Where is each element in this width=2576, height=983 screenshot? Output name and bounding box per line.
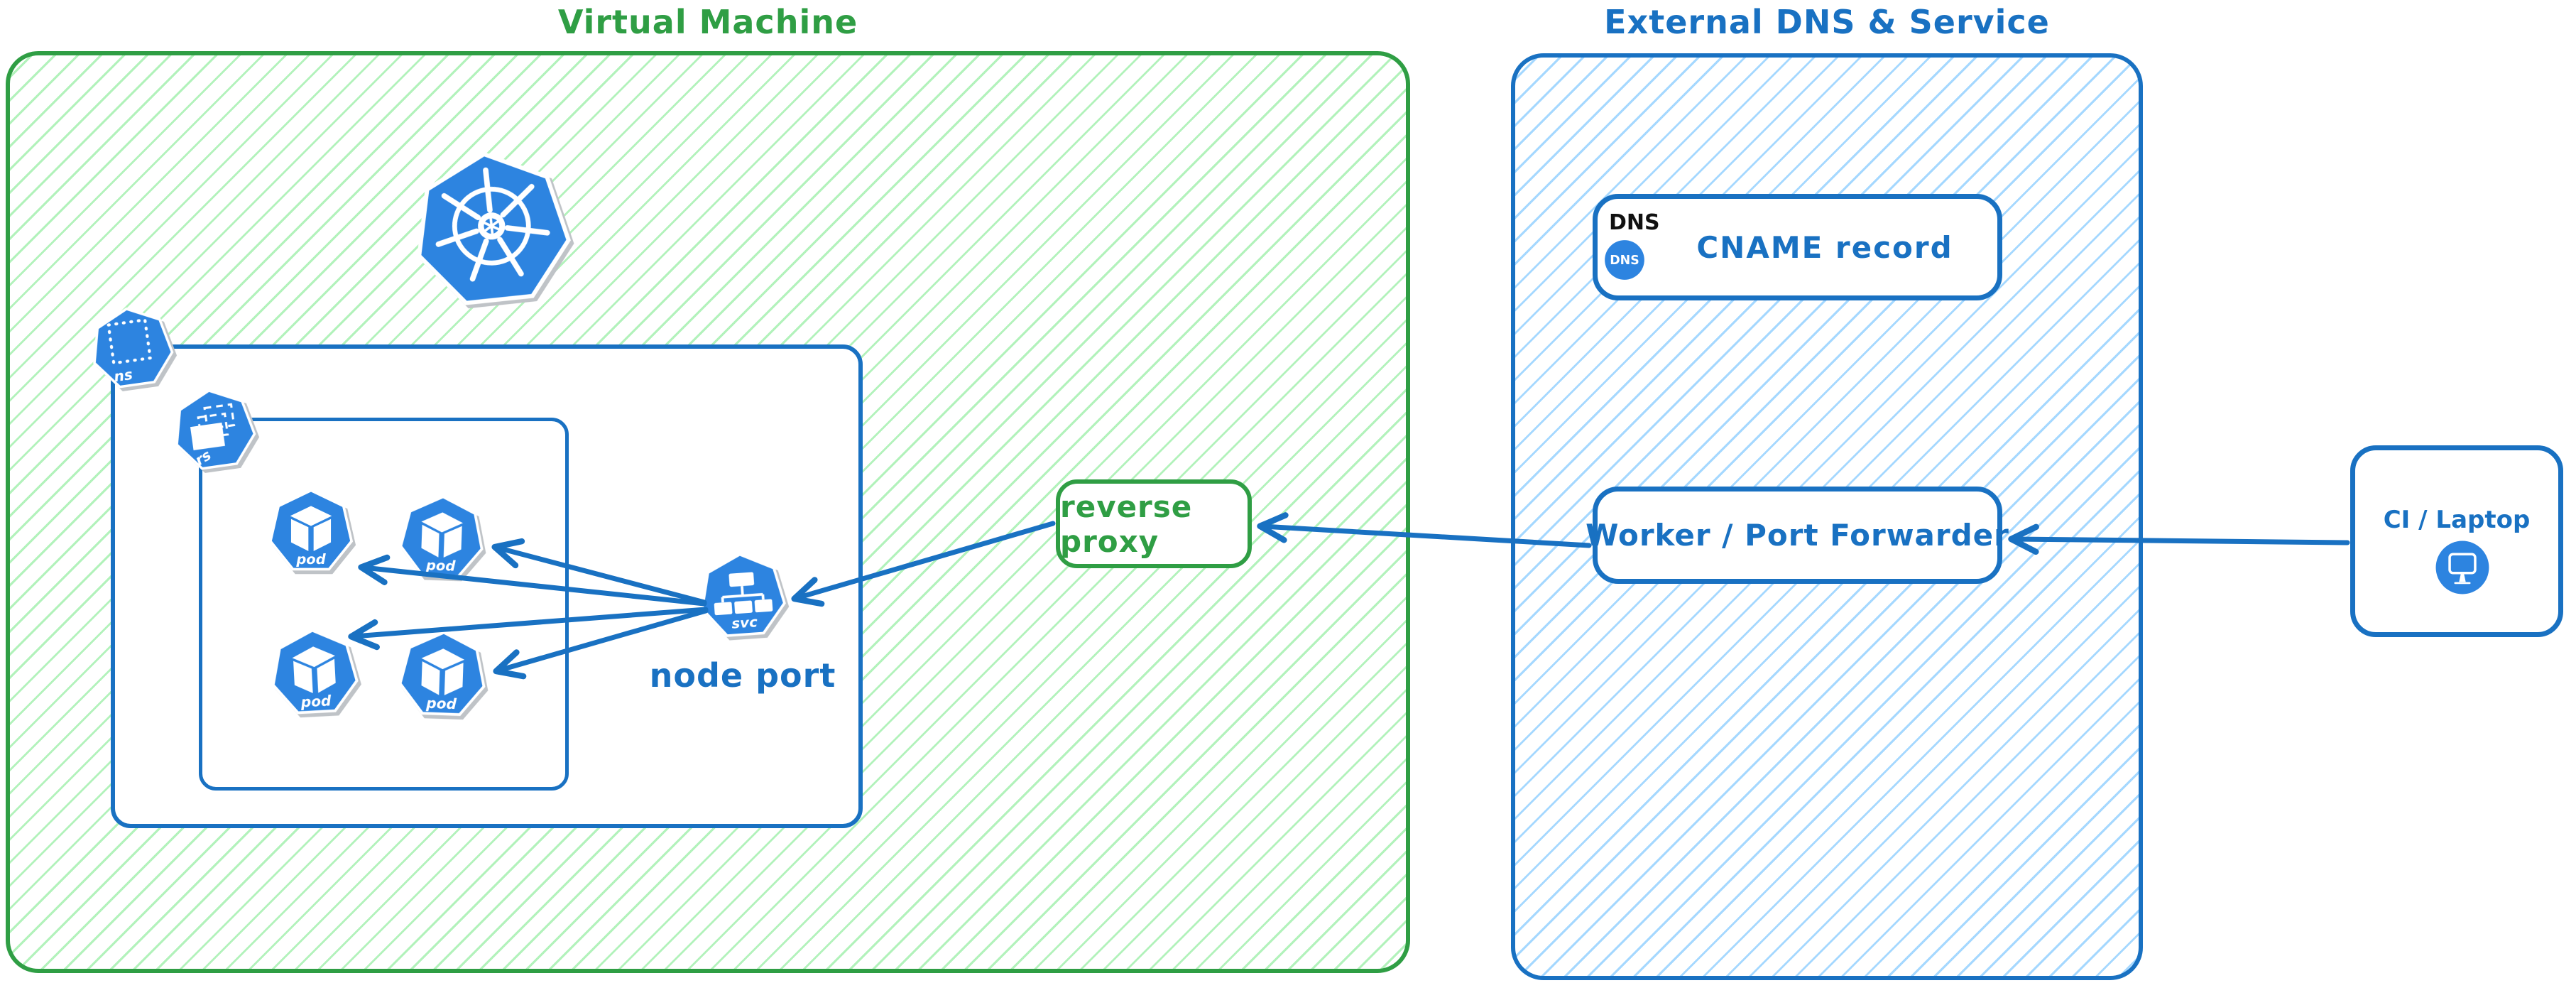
dns-badge-icon: DNS — [1605, 240, 1644, 280]
dns-record-box: DNS DNS CNAME record — [1593, 194, 2002, 300]
svg-text:pod: pod — [300, 692, 332, 710]
external-dns-title: External DNS & Service — [1604, 3, 2050, 41]
svg-text:pod: pod — [425, 695, 457, 713]
node-port-label: node port — [649, 656, 836, 695]
pod-icon: pod — [398, 631, 486, 716]
svg-text:DNS: DNS — [1610, 254, 1639, 268]
svg-text:pod: pod — [425, 557, 457, 574]
cname-record-label: CNAME record — [1696, 229, 1953, 265]
svg-text:ns: ns — [113, 366, 133, 385]
pod-icon: pod — [271, 629, 359, 715]
ci-laptop-label: CI / Laptop — [2383, 506, 2531, 534]
worker-port-forwarder-label: Worker / Port Forwarder — [1586, 518, 2009, 553]
namespace-icon: ns — [93, 307, 174, 389]
kubernetes-logo-icon — [417, 151, 571, 305]
pod-icon: pod — [399, 495, 484, 578]
replicaset-box — [199, 418, 569, 791]
worker-port-forwarder-box: Worker / Port Forwarder — [1586, 487, 2009, 584]
svg-text:pod: pod — [295, 551, 326, 567]
service-icon: svc — [701, 553, 786, 637]
reverse-proxy-label: reverse proxy — [1060, 489, 1193, 559]
dns-tag-label: DNS — [1609, 210, 1660, 235]
ci-laptop-box: CI / Laptop — [2350, 445, 2563, 637]
pod-icon: pod — [268, 489, 354, 571]
replicaset-icon: rs — [175, 389, 256, 470]
monitor-icon — [2435, 541, 2489, 594]
virtual-machine-title: Virtual Machine — [557, 3, 858, 41]
reverse-proxy-box: reverse proxy — [1056, 479, 1252, 568]
svg-text:svc: svc — [731, 614, 758, 632]
